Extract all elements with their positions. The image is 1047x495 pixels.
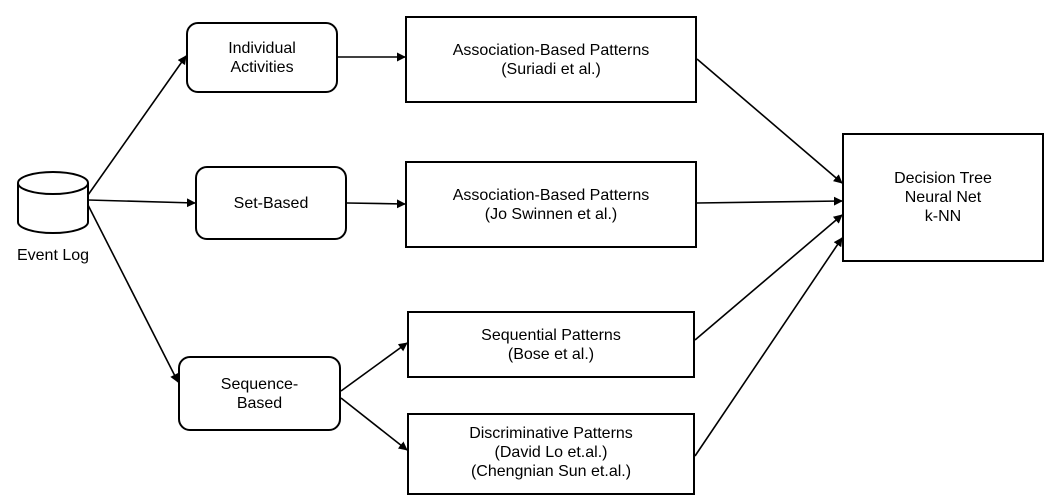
- pattern-discriminative: Discriminative Patterns (David Lo et.al.…: [407, 413, 695, 495]
- event-log-database-icon: [17, 171, 89, 234]
- edge-discriminative-to-classifiers: [694, 237, 843, 457]
- edge-sequential-to-classifiers: [694, 214, 843, 341]
- edge-log-to-sequence: [87, 204, 179, 383]
- pattern-discriminative-line1: Discriminative Patterns: [469, 425, 633, 442]
- classifier-neural-net: Neural Net: [904, 189, 982, 206]
- approach-sequence-line1: Sequence-: [220, 375, 299, 393]
- edge-log-to-individual: [87, 55, 187, 196]
- approach-individual-line1: Individual: [228, 39, 296, 57]
- edge-assoc-swinnen-to-classifiers: [696, 196, 843, 206]
- edge-set-to-assoc-swinnen: [346, 199, 406, 209]
- approach-individual-activities: Individual Activities: [186, 22, 338, 93]
- approach-sequence-line2: Based: [236, 394, 283, 412]
- approach-sequence-based: Sequence- Based: [178, 356, 341, 431]
- pattern-sequential: Sequential Patterns (Bose et al.): [407, 311, 695, 378]
- event-log-label-text: Event Log: [16, 247, 90, 264]
- pattern-assoc-swinnen-line1: Association-Based Patterns: [452, 186, 650, 204]
- pattern-association-suriadi: Association-Based Patterns (Suriadi et a…: [405, 16, 697, 103]
- edge-sequence-to-discriminative: [340, 397, 408, 451]
- classifier-knn: k-NN: [924, 208, 962, 225]
- edge-log-to-set: [87, 198, 196, 208]
- edge-sequence-to-sequential: [340, 342, 408, 392]
- pattern-sequential-line1: Sequential Patterns: [481, 326, 621, 344]
- edge-assoc-suriadi-to-classifiers: [696, 58, 843, 184]
- approach-individual-line2: Activities: [230, 58, 294, 76]
- event-log-label: Event Log: [2, 246, 104, 265]
- pattern-assoc-swinnen-line2: (Jo Swinnen et al.): [484, 205, 618, 223]
- approach-set-based: Set-Based: [195, 166, 347, 240]
- pattern-assoc-suriadi-line2: (Suriadi et al.): [501, 60, 601, 78]
- approach-set-line1: Set-Based: [233, 194, 309, 212]
- classifiers-box: Decision Tree Neural Net k-NN: [842, 133, 1044, 262]
- classifier-decision-tree: Decision Tree: [894, 170, 992, 187]
- pattern-discriminative-line2: (David Lo et.al.): [494, 444, 608, 461]
- pattern-discriminative-line3: (Chengnian Sun et.al.): [470, 463, 632, 480]
- pattern-sequential-line2: (Bose et al.): [507, 345, 595, 363]
- pattern-assoc-suriadi-line1: Association-Based Patterns: [452, 41, 650, 59]
- pattern-association-swinnen: Association-Based Patterns (Jo Swinnen e…: [405, 161, 697, 248]
